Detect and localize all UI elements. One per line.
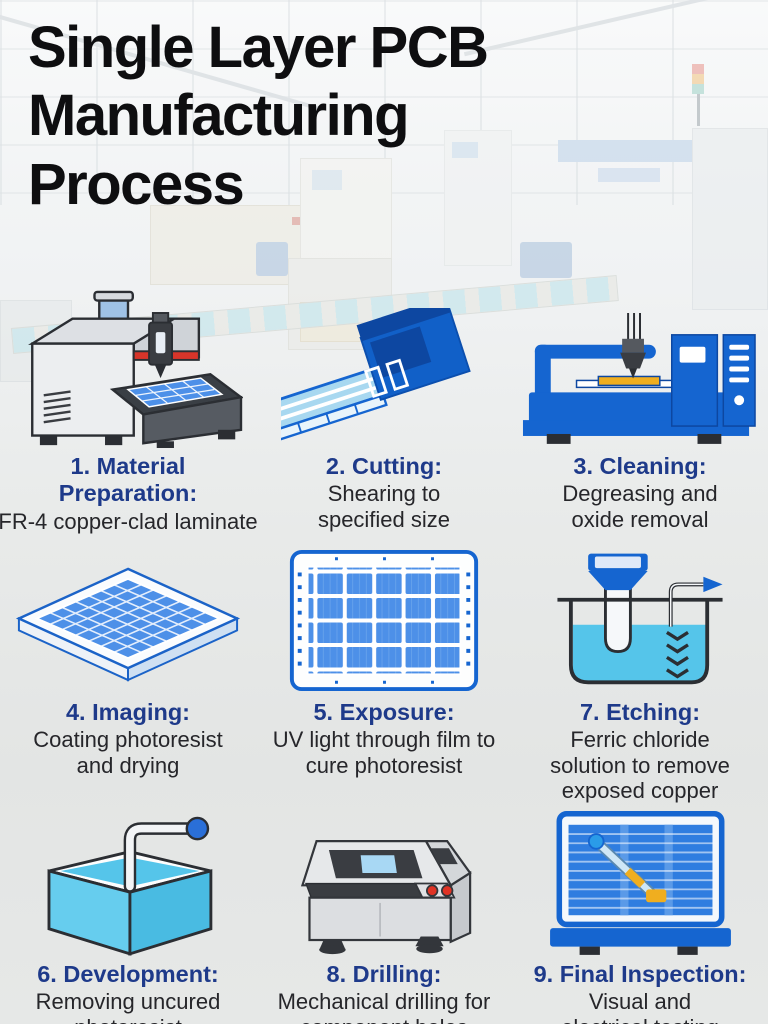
step-heading: 2. Cutting:	[325, 453, 443, 479]
cutting-shear-icon	[281, 308, 471, 444]
step-heading: 8. Drilling:	[326, 960, 442, 987]
step-heading: 5. Exposure:	[313, 699, 455, 726]
step-card-5: 5. Exposure: UV light through film to cu…	[256, 534, 512, 804]
drilling-machine-icon	[300, 839, 472, 954]
step-heading: 4. Imaging:	[65, 699, 191, 726]
andon-green-light	[692, 84, 704, 94]
step-card-2: 2. Cutting: Shearing to specified size	[256, 268, 512, 534]
step-description: Ferric chloride solution to remove expos…	[550, 727, 730, 804]
blue-bin	[256, 242, 288, 276]
cleaning-machine-icon	[522, 313, 756, 444]
step-heading: 7. Etching:	[579, 699, 701, 726]
step-description: FR-4 copper-clad laminate	[0, 508, 258, 534]
step-heading: 9. Final Inspection:	[533, 960, 747, 987]
process-steps-grid: 1. Material Preparation: FR-4 copper-cla…	[0, 268, 768, 1024]
step-card-4: 4. Imaging: Coating photoresist and dryi…	[0, 534, 256, 804]
material-preparation-machine-icon	[28, 290, 243, 448]
etching-tank-icon	[557, 553, 723, 685]
step-description: Shearing to specified size	[317, 481, 451, 532]
background-machine	[692, 128, 768, 310]
step-description: Removing uncured photoresist	[35, 989, 221, 1024]
step-heading: 1. Material Preparation:	[58, 453, 198, 507]
coated-panel-icon	[15, 567, 241, 682]
andon-red-light	[692, 64, 704, 74]
machine-deck	[598, 168, 660, 182]
step-description: Coating photoresist and drying	[33, 727, 223, 778]
step-heading: 3. Cleaning:	[573, 453, 707, 479]
machine-screen	[452, 142, 478, 158]
inspection-panel-icon	[549, 810, 731, 955]
step-card-6: 6. Development: Removing uncured photore…	[0, 804, 256, 1024]
andon-light-pole	[697, 94, 700, 126]
step-description: Mechanical drilling for component holes	[277, 989, 491, 1024]
andon-amber-light	[692, 74, 704, 84]
step-heading: 6. Development:	[37, 960, 219, 987]
step-card-7: 7. Etching: Ferric chloride solution to …	[512, 534, 768, 804]
step-card-8: 8. Drilling: Mechanical drilling for com…	[256, 804, 512, 1024]
step-description: UV light through film to cure photoresis…	[272, 727, 496, 778]
step-card-9: 9. Final Inspection: Visual and electric…	[512, 804, 768, 1024]
step-card-3: 3. Cleaning: Degreasing and oxide remova…	[512, 268, 768, 534]
page-title: Single Layer PCB Manufacturing Process	[28, 15, 489, 217]
machine-screen	[312, 170, 342, 190]
step-card-1: 1. Material Preparation: FR-4 copper-cla…	[0, 268, 258, 534]
step-description: Degreasing and oxide removal	[562, 481, 718, 532]
blue-bin	[520, 242, 572, 278]
development-tank-icon	[47, 816, 213, 956]
step-description: Visual and electrical testing	[561, 989, 719, 1024]
machine-deck	[558, 140, 692, 162]
exposure-film-icon	[289, 549, 479, 692]
